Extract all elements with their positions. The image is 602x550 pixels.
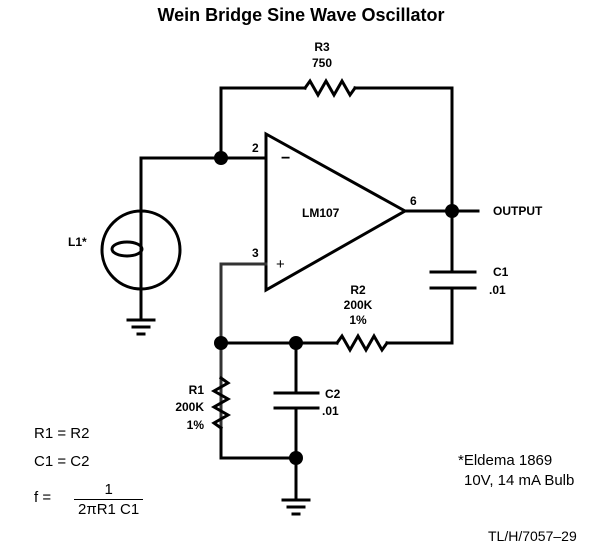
c1-label: C1: [493, 265, 509, 279]
junction-c2-top: [289, 336, 303, 350]
ground-icon-lamp: [126, 318, 156, 336]
equation-r1-r2: R1 = R2: [34, 425, 90, 442]
r1-tolerance: 1%: [186, 418, 204, 432]
r2-tolerance: 1%: [349, 313, 367, 327]
r2-resistor: [219, 332, 454, 354]
r3-resistor: [219, 77, 454, 213]
r1-resistor: [210, 375, 232, 431]
wire-top-left: [219, 86, 307, 160]
junction-output: [445, 204, 459, 218]
c2-value: .01: [322, 404, 339, 418]
r1-zigzag: [210, 375, 232, 431]
equation-f-fraction: 1 2πR1 C1: [74, 481, 144, 519]
junction-bottom: [289, 451, 303, 465]
output-label: OUTPUT: [493, 204, 543, 218]
opamp-triangle: [264, 131, 409, 293]
junction-inverting: [214, 151, 228, 165]
footnote-line1: *Eldema 1869: [458, 452, 553, 469]
footnote-line2: 10V, 14 mA Bulb: [464, 472, 575, 489]
c1-capacitor: [429, 209, 477, 345]
f-numerator: 1: [74, 481, 144, 500]
c1-value: .01: [489, 283, 506, 297]
r1-value: 200K: [175, 400, 204, 414]
r2-value: 200K: [343, 298, 373, 312]
f-denominator: 2πR1 C1: [78, 501, 140, 518]
r3-label: R3: [314, 40, 330, 54]
junction-r1-top: [214, 336, 228, 350]
r2-zigzag: [334, 332, 390, 354]
diagram-title: Wein Bridge Sine Wave Oscillator: [157, 5, 445, 25]
c2-label: C2: [325, 387, 341, 401]
wire-noninverting-input: [219, 262, 268, 460]
wire-top-right: [353, 86, 454, 213]
wire-inverting-input: [139, 156, 268, 222]
equation-f-lhs: f =: [34, 489, 52, 506]
r3-value: 750: [311, 56, 333, 70]
figure-id: TL/H/7057–29: [488, 528, 577, 544]
r1-label: R1: [188, 383, 204, 397]
inverting-sign: −: [281, 150, 291, 167]
equation-c1-c2: C1 = C2: [34, 453, 90, 470]
r2-label: R2: [350, 283, 366, 297]
junction-dots: [214, 151, 459, 465]
wire-r1-bottom: [219, 426, 298, 460]
c2-capacitor: [273, 341, 320, 502]
r3-zigzag: [302, 77, 358, 99]
opamp-part-label: LM107: [302, 206, 340, 220]
ground-icon-bridge: [281, 498, 311, 516]
noninverting-sign: +: [276, 256, 285, 273]
l1-label: L1*: [68, 235, 87, 249]
lamp-l1: [100, 209, 182, 322]
pin-2-label: 2: [252, 141, 259, 155]
pin-3-label: 3: [252, 246, 259, 260]
pin-6-label: 6: [410, 194, 417, 208]
